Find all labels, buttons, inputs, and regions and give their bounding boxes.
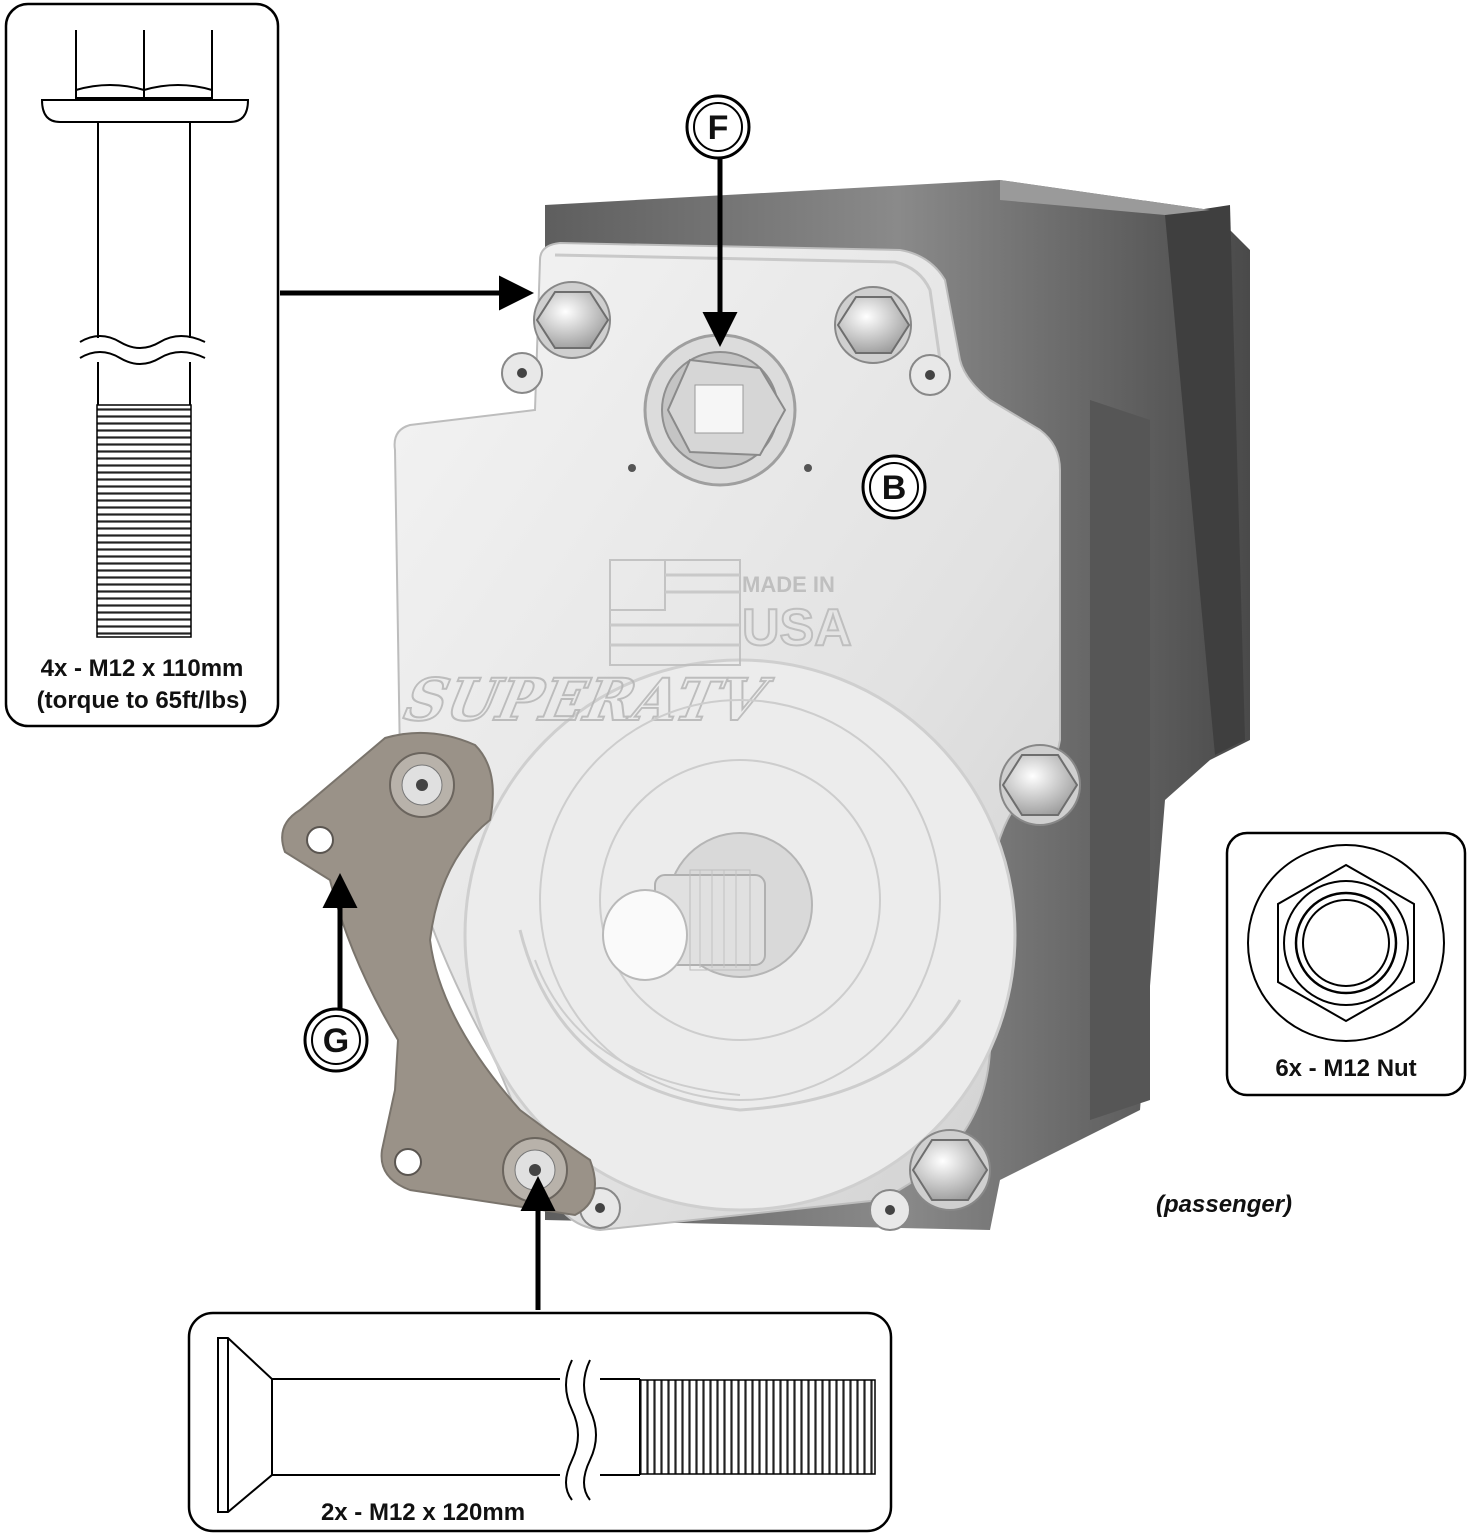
bolt-detail-box-bottom: 2x - M12 x 120mm	[187, 1311, 893, 1533]
input-shaft-seal	[628, 333, 812, 487]
gear-emboss	[518, 699, 962, 1112]
hex-bolt-bottom-right	[909, 1129, 991, 1211]
usa-text: USA	[742, 599, 852, 657]
socket-screw	[909, 354, 951, 396]
leader-lines	[280, 158, 738, 1310]
made-in-usa-emboss: MADE IN USA SUPERATV	[398, 559, 853, 735]
callout-g: G	[303, 1007, 369, 1073]
side-note: (passenger)	[1156, 1191, 1292, 1218]
bolt-top-torque: (torque to 65ft/lbs)	[37, 687, 248, 714]
bolt-bottom-spec: 2x - M12 x 120mm	[321, 1499, 525, 1526]
socket-screw	[501, 352, 543, 394]
bracket-bolt-bottom	[502, 1137, 568, 1203]
bracket-bolt-top	[389, 752, 455, 818]
callout-b: B	[861, 454, 927, 520]
output-shaft	[602, 832, 813, 981]
callout-f: F	[685, 94, 751, 160]
nut-spec: 6x - M12 Nut	[1275, 1055, 1416, 1082]
hex-bolt-top-right	[834, 286, 912, 364]
brand-text: SUPERATV	[399, 666, 777, 734]
callout-b-label: B	[882, 469, 907, 507]
callout-f-label: F	[708, 109, 729, 147]
made-in-text: MADE IN	[742, 572, 835, 597]
socket-screw	[869, 1189, 911, 1231]
nut-detail-box: 6x - M12 Nut	[1225, 831, 1467, 1097]
hex-bolt-right	[999, 744, 1081, 826]
hex-bolt-top-left	[533, 281, 611, 359]
callout-g-label: G	[323, 1022, 349, 1060]
bolt-detail-box-top: 4x - M12 x 110mm (torque to 65ft/lbs)	[4, 2, 280, 728]
bolt-top-spec: 4x - M12 x 110mm	[41, 655, 244, 682]
